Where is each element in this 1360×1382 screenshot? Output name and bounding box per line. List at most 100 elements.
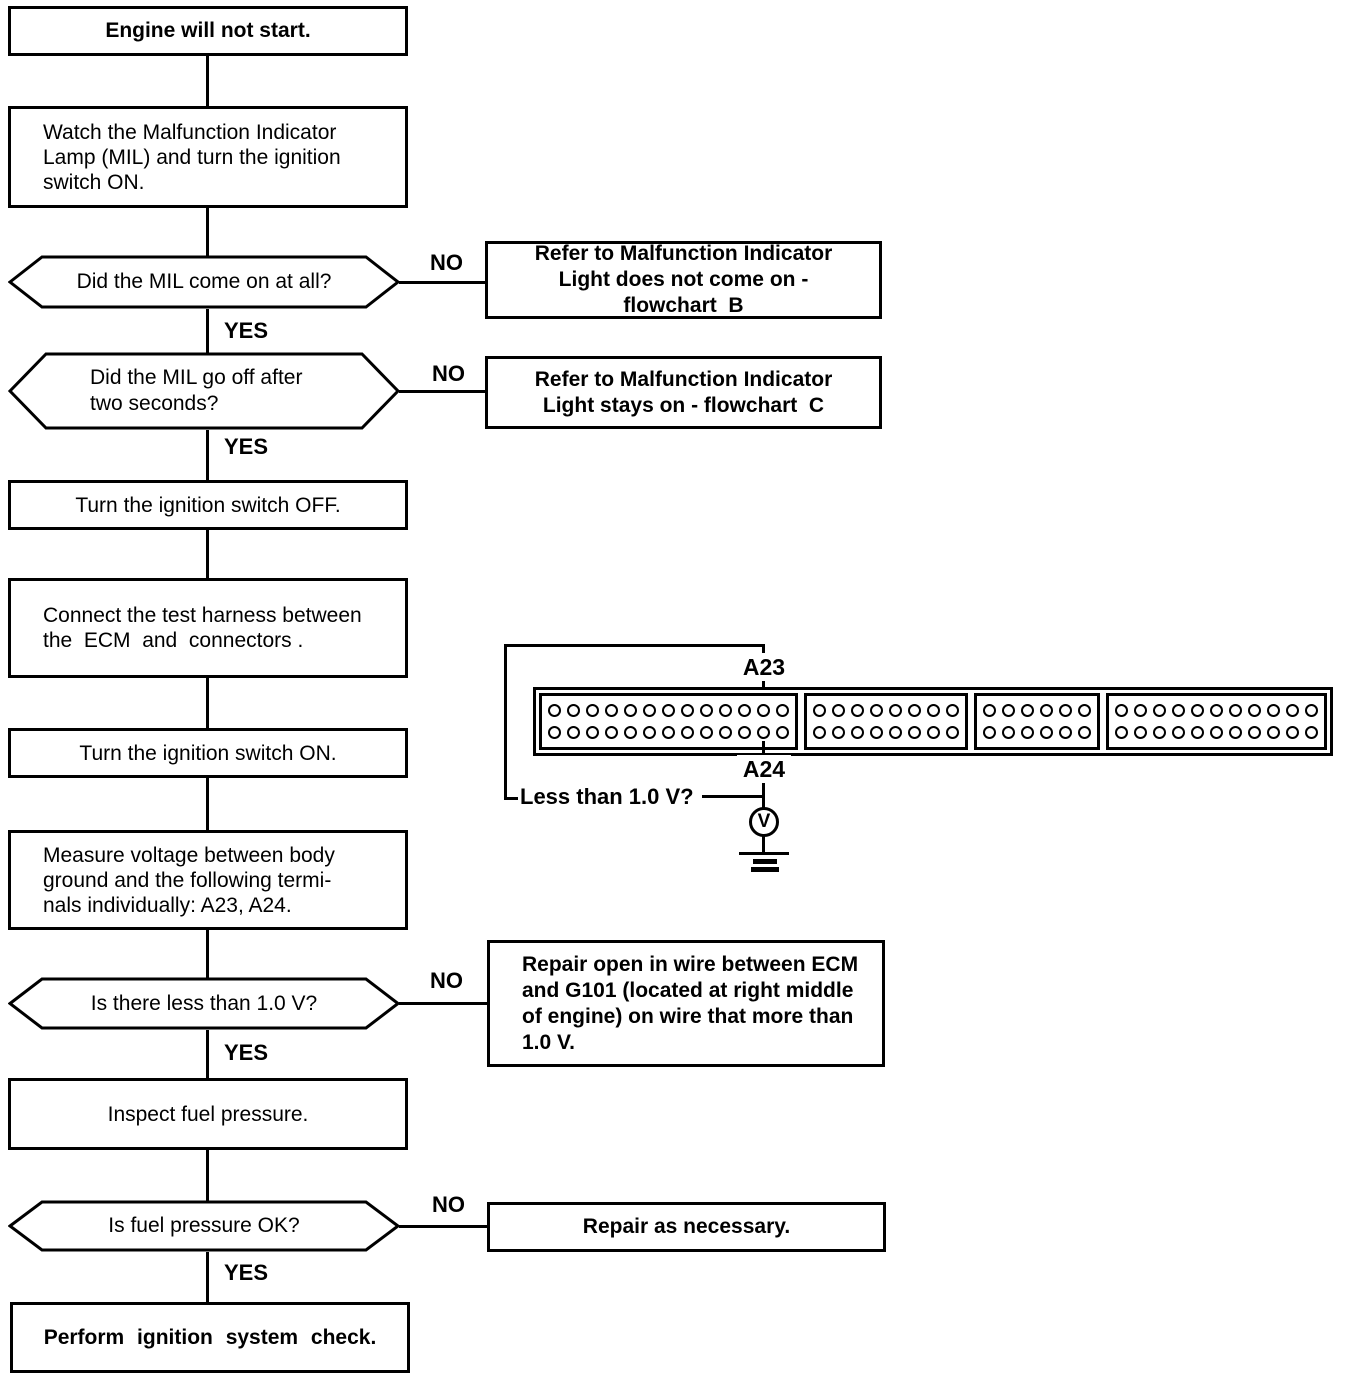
flow-line — [206, 56, 209, 106]
no-branch-line — [399, 1002, 488, 1005]
connector-pin — [813, 704, 826, 717]
connector-pin — [983, 726, 996, 739]
connector-pin — [889, 726, 902, 739]
connector-pin — [757, 726, 770, 739]
connector-pin — [851, 704, 864, 717]
connector-pin — [927, 726, 940, 739]
connector-pin — [1267, 726, 1280, 739]
connector-pin — [832, 726, 845, 739]
voltmeter-letter: V — [757, 811, 771, 832]
no-label: NO — [430, 968, 463, 993]
perform-ignition-check-box: Perform ignition system check. — [10, 1302, 410, 1373]
connector-pin — [889, 704, 902, 717]
connector-pin — [738, 704, 751, 717]
connector-pin — [946, 726, 959, 739]
connector-pin — [1078, 704, 1091, 717]
flow-line — [206, 1030, 209, 1079]
less-than-1v-question: Less than 1.0 V? — [520, 784, 694, 809]
flow-line — [206, 1150, 209, 1201]
hexagon-shape — [8, 352, 400, 430]
connector-pin — [1191, 704, 1204, 717]
connector-pin — [700, 704, 713, 717]
connector-pin-row — [1115, 726, 1318, 739]
connector-pin — [1210, 726, 1223, 739]
connector-pin — [1267, 704, 1280, 717]
connector-pin-row — [983, 704, 1091, 717]
connector-pin — [1134, 726, 1147, 739]
probe-wire-dash — [702, 795, 762, 798]
connector-pin — [548, 704, 561, 717]
flow-line — [206, 430, 209, 481]
connector-pin — [662, 704, 675, 717]
terminal-a23-label: A23 — [737, 653, 791, 681]
inspect-fuel-box: Inspect fuel pressure. — [8, 1078, 408, 1150]
connector-pin — [1021, 726, 1034, 739]
hexagon-shape — [8, 255, 400, 309]
connector-section — [804, 693, 968, 750]
flow-line — [206, 778, 209, 831]
connector-section — [539, 693, 798, 750]
voltmeter-icon: V — [749, 807, 779, 837]
connector-pin — [1191, 726, 1204, 739]
connector-pin — [719, 704, 732, 717]
mil-come-on-decision: Did the MIL come on at all? — [8, 255, 400, 309]
connector-pin — [586, 704, 599, 717]
connector-pin — [719, 726, 732, 739]
connector-pin — [738, 726, 751, 739]
connector-pin — [605, 704, 618, 717]
ignition-on-box: Turn the ignition switch ON. — [8, 728, 408, 778]
fuel-pressure-ok-decision-label: Is fuel pressure OK? — [108, 1214, 300, 1237]
connector-pin — [870, 726, 883, 739]
no-label: NO — [432, 1192, 465, 1217]
no-branch-line — [399, 390, 486, 393]
connector-pin — [1153, 704, 1166, 717]
connector-pin — [605, 726, 618, 739]
connector-section — [974, 693, 1100, 750]
connector-pin — [1248, 704, 1261, 717]
connector-pin — [1040, 726, 1053, 739]
connector-pin — [1286, 704, 1299, 717]
measure-voltage-box: Measure voltage between body ground and … — [8, 830, 408, 930]
connector-pin — [813, 726, 826, 739]
connector-pin-row — [1115, 704, 1318, 717]
connector-pin — [643, 726, 656, 739]
watch-mil-box: Watch the Malfunction Indicator Lamp (MI… — [8, 106, 408, 208]
connector-pin — [1305, 726, 1318, 739]
mil-go-off-decision-label: Did the MIL go off after two seconds? — [90, 366, 303, 415]
connector-pin — [1078, 726, 1091, 739]
mil-go-off-decision: Did the MIL go off after two seconds? — [8, 352, 400, 430]
connector-pin — [1002, 704, 1015, 717]
connector-pin — [1021, 704, 1034, 717]
connector-pin-row — [983, 726, 1091, 739]
connector-pin — [1115, 726, 1128, 739]
ecm-connector — [533, 687, 1333, 756]
flow-line — [206, 309, 209, 353]
less-than-1v-decision: Is there less than 1.0 V? — [8, 977, 400, 1030]
ground-bar-3 — [751, 867, 779, 872]
connector-pin — [700, 726, 713, 739]
flow-line — [206, 930, 209, 978]
connector-pin-row — [548, 704, 789, 717]
refer-flowchart-b-box: Refer to Malfunction Indicator Light doe… — [485, 241, 882, 319]
repair-necessary-box: Repair as necessary. — [487, 1202, 886, 1252]
connector-pin — [1172, 726, 1185, 739]
connector-pin-row — [548, 726, 789, 739]
voltmeter-ground-wire — [762, 836, 765, 853]
flow-line — [206, 208, 209, 256]
refer-flowchart-c-box: Refer to Malfunction Indicator Light sta… — [485, 356, 882, 429]
connector-pin — [681, 726, 694, 739]
connector-pin — [1286, 726, 1299, 739]
connector-pin — [1172, 704, 1185, 717]
connector-pin — [1059, 726, 1072, 739]
connector-pin — [643, 704, 656, 717]
connector-pin — [776, 704, 789, 717]
no-label: NO — [430, 250, 463, 275]
connector-pin — [870, 704, 883, 717]
hexagon-shape — [8, 1200, 400, 1252]
terminal-a24-label: A24 — [737, 755, 791, 783]
connector-pin — [586, 726, 599, 739]
ground-bar-2 — [753, 859, 777, 864]
connector-pin — [681, 704, 694, 717]
yes-label: YES — [224, 434, 269, 459]
fuel-pressure-ok-decision: Is fuel pressure OK? — [8, 1200, 400, 1252]
